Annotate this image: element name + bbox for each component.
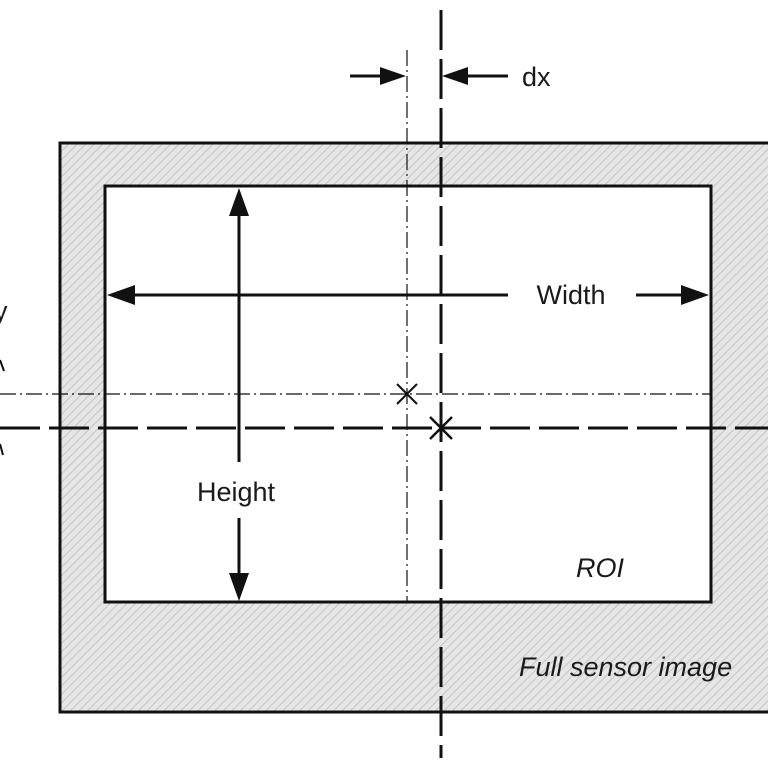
dx-label: dx (522, 62, 551, 92)
roi-center-marker (396, 383, 418, 405)
dx-dimension-arrows (350, 67, 508, 85)
width-label: Width (536, 280, 605, 310)
width-dimension-arrow (107, 285, 709, 305)
height-label: Height (197, 477, 276, 507)
sensor-center-marker (429, 414, 453, 442)
dy-label: y (0, 296, 8, 326)
full-sensor-image-label: Full sensor image (519, 652, 732, 682)
dy-dimension-arrows (0, 359, 5, 456)
roi-label: ROI (576, 553, 625, 583)
height-dimension-arrow (229, 188, 249, 601)
